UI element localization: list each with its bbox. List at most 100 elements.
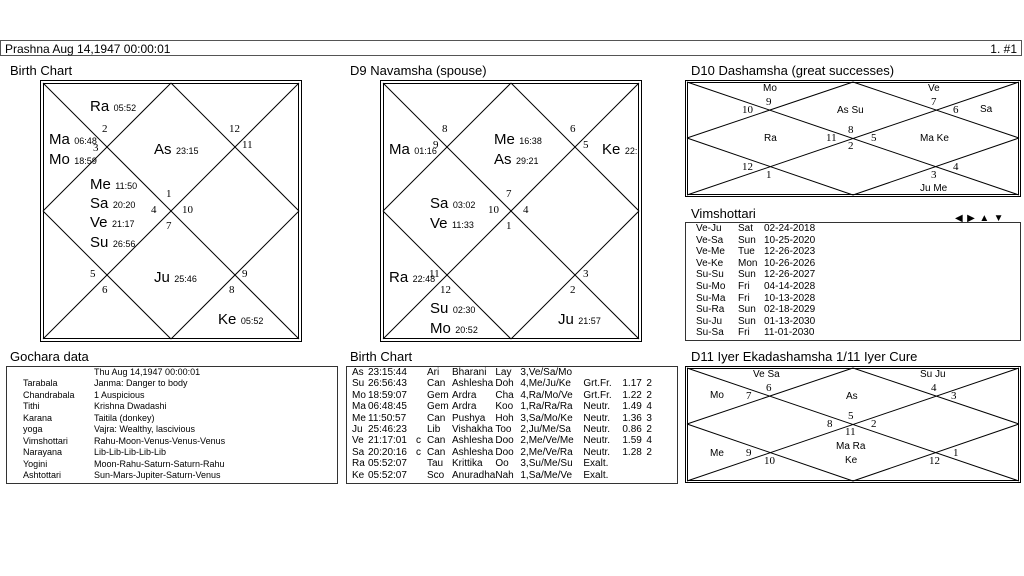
d11-label: As [846,391,858,402]
planet-me[interactable]: Me 11:50 [90,176,138,193]
planet-ve[interactable]: Ve 11:33 [430,215,474,232]
house-number: 12 [929,455,940,467]
house-number: 10 [182,204,193,216]
house-number: 7 [506,188,512,200]
d11-title: D11 Iyer Ekadashamsha 1/11 Iyer Cure [691,349,918,364]
gochara-row-cell: Narayana [23,447,63,457]
dasha-row-cell: Fri [738,280,750,292]
planet-row-cell [416,401,427,412]
dasha-row-cell: 12-26-2027 [764,269,816,281]
planet-su[interactable]: Su 02:30 [430,300,476,317]
d10-chart[interactable]: Mo Ve As Su Sa Ra Ma Ke Ju Me 10 9 7 6 1… [685,80,1021,197]
gochara-row-cell: Rahu-Moon-Venus-Venus-Venus [94,435,226,446]
birth-chart[interactable]: Ra 05:52 Ma 06:48 Mo 18:59 As 23:15 Me 1… [40,80,302,342]
planet-ma[interactable]: Ma 06:48 [49,131,97,148]
house-number: 10 [488,204,499,216]
planet-row-cell [416,378,427,389]
house-number: 11 [242,139,253,151]
prev-arrow-icon[interactable]: ◀ [955,213,963,224]
planet-as[interactable]: As 29:21 [494,151,539,168]
planet-sa[interactable]: Sa 03:02 [430,195,476,212]
planet-me[interactable]: Me 16:38 [494,131,542,148]
planet-ve[interactable]: Ve 21:17 [90,214,135,231]
dasha-row-cell: Sat [738,223,754,234]
down-arrow-icon[interactable]: ▼ [993,213,1004,224]
planet-row-cell: Can [427,446,446,458]
d10-label: Sa [980,104,993,115]
dasha-row-cell: Sun [738,304,756,316]
planet-row-cell: Me [352,412,366,424]
house-number: 4 [523,204,529,216]
planet-ke[interactable]: Ke 05:52 [218,311,264,328]
navamsha-chart[interactable]: Ma 01:16 Me 16:38 As 29:21 Ke 22: Sa 03:… [380,80,642,342]
planet-ra[interactable]: Ra 22:48 [389,269,436,286]
planet-ma[interactable]: Ma 01:16 [389,141,437,158]
planet-row-cell [646,458,654,469]
planet-mo[interactable]: Mo 18:59 [49,151,97,168]
planet-ra[interactable]: Ra 05:52 [90,98,137,115]
vimshottari-title: Vimshottari [691,206,756,221]
planet-as[interactable]: As 23:15 [154,141,199,158]
planet-ju[interactable]: Ju 21:57 [558,311,601,328]
up-arrow-icon[interactable]: ▲ [979,213,990,224]
dasha-row-cell: Ve-Ke [696,257,724,269]
planet-row-cell: Gem [427,389,449,401]
page-indicator[interactable]: 1. #1 [990,42,1017,56]
planet-row-cell: 4 [646,401,652,413]
planet-ju[interactable]: Ju 25:46 [154,269,197,286]
d11-label: Ma Ra [836,441,866,452]
house-number: 12 [440,284,451,296]
planet-sa[interactable]: Sa 20:20 [90,195,136,212]
planet-row-cell [416,458,427,469]
planet-row-cell [416,424,427,435]
planet-row-cell [416,367,427,378]
next-arrow-icon[interactable]: ▶ [967,213,975,224]
planet-row-cell: Can [427,435,446,447]
planet-ke[interactable]: Ke 22: [602,141,638,158]
planet-mo[interactable]: Mo 20:52 [430,320,478,337]
planet-row-cell: Lib [427,424,441,436]
planet-row-cell: Neutr. [583,412,611,424]
d11-chart[interactable]: Ve Sa Su Ju Mo As Me Ma Ra Ke 7 6 4 3 8 … [685,366,1021,483]
house-number: 11 [845,426,856,438]
planet-row-cell: 26:56:43 [368,378,407,390]
planet-row-cell: Nah [495,469,514,481]
d10-label: Ra [764,133,777,144]
dasha-row-cell: 01-13-2030 [764,315,816,327]
planet-su[interactable]: Su 26:56 [90,234,136,251]
planet-row-cell: Can [427,412,446,424]
planet-row-cell: 2,Ju/Me/Sa [520,424,571,436]
